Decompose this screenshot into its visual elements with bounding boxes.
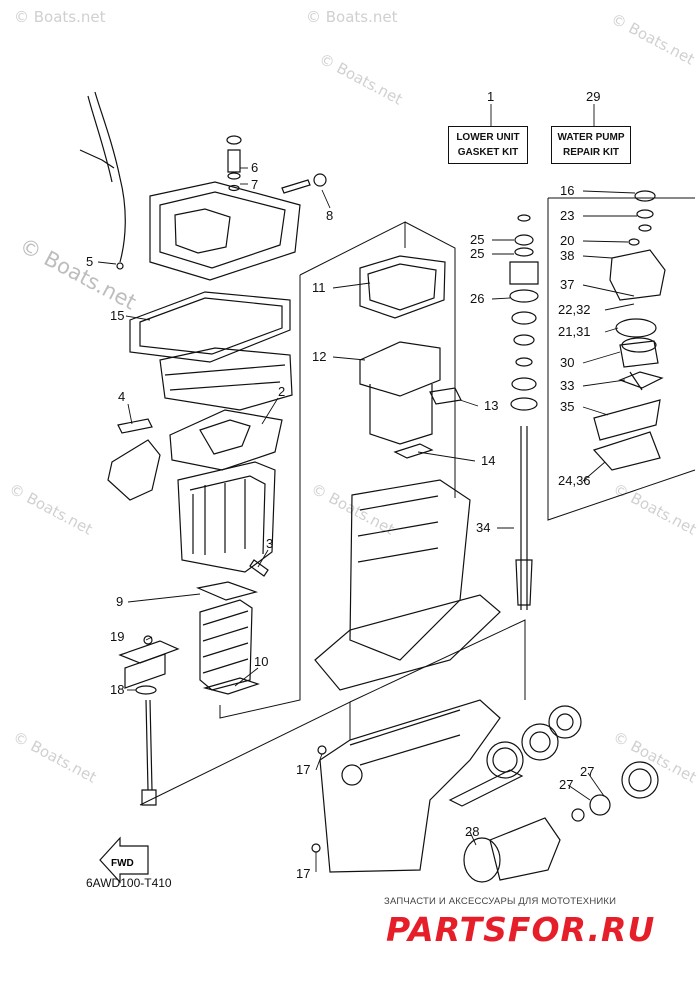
callout-21-31: 21,31 (558, 324, 591, 339)
callout-27a: 27 (559, 777, 573, 792)
kit-line: REPAIR KIT (563, 147, 619, 158)
watermark: © Boats.net (14, 8, 106, 26)
callout-30: 30 (560, 355, 574, 370)
diagram-code: 6AWD100-T410 (86, 876, 172, 890)
midsection-group (314, 255, 501, 691)
callout-34: 34 (476, 520, 490, 535)
watermark: © Boats.net (610, 728, 698, 787)
callout-28: 28 (465, 824, 479, 839)
callout-25a: 25 (470, 232, 484, 247)
kit-line: LOWER UNIT (456, 132, 520, 143)
gearcase-group (99, 699, 659, 884)
callout-38: 38 (560, 248, 574, 263)
watermark: © Boats.net (610, 480, 698, 539)
shop-logo: PARTSFOR.RU (386, 910, 656, 949)
callout-12: 12 (312, 349, 326, 364)
callout-24-36: 24,36 (558, 473, 591, 488)
callout-9: 9 (116, 594, 123, 609)
callout-16: 16 (560, 183, 574, 198)
watermark: © Boats.net (308, 480, 397, 539)
kit-line: WATER PUMP (557, 132, 625, 143)
callout-13: 13 (484, 398, 498, 413)
upper-casing-group (79, 91, 327, 806)
driveshaft-group (509, 190, 666, 610)
callout-7: 7 (251, 177, 258, 192)
callout-35: 35 (560, 399, 574, 414)
callout-22-32: 22,32 (558, 302, 591, 317)
group-frame-lines (139, 197, 696, 806)
watermark: © Boats.net (10, 728, 99, 787)
watermark: © Boats.net (306, 8, 398, 26)
callout-25b: 25 (470, 246, 484, 261)
watermark: © Boats.net (316, 50, 405, 109)
callout-29: 29 (586, 89, 600, 104)
lower-unit-gasket-kit-box: LOWER UNIT GASKET KIT (448, 126, 528, 164)
callout-1: 1 (487, 89, 494, 104)
callout-3: 3 (266, 536, 273, 551)
callout-5: 5 (86, 254, 93, 269)
shop-subtitle: ЗАПЧАСТИ И АКСЕССУАРЫ ДЛЯ МОТОТЕХНИКИ (384, 896, 617, 907)
callout-10: 10 (254, 654, 268, 669)
callout-18: 18 (110, 682, 124, 697)
leader-lines (97, 104, 637, 872)
fwd-label: FWD (111, 858, 134, 869)
watermark: © Boats.net (6, 480, 95, 539)
callout-4: 4 (118, 389, 125, 404)
callout-14: 14 (481, 453, 495, 468)
fwd-arrow (99, 836, 149, 884)
watermark: © Boats.net (16, 233, 140, 314)
callout-19: 19 (110, 629, 124, 644)
callout-17b: 17 (296, 866, 310, 881)
callout-8: 8 (326, 208, 333, 223)
callout-20: 20 (560, 233, 574, 248)
watermark: © Boats.net (608, 10, 697, 69)
callout-17a: 17 (296, 762, 310, 777)
callout-37: 37 (560, 277, 574, 292)
callout-33: 33 (560, 378, 574, 393)
callout-23: 23 (560, 208, 574, 223)
kit-line: GASKET KIT (457, 147, 519, 158)
callout-27b: 27 (580, 764, 594, 779)
callout-labels: 1 29 6 7 8 5 16 23 25 25 20 38 11 37 26 … (86, 89, 600, 881)
callout-6: 6 (251, 160, 258, 175)
callout-26: 26 (470, 291, 484, 306)
callout-15: 15 (110, 308, 124, 323)
callout-11: 11 (312, 280, 326, 295)
water-pump-repair-kit-box: WATER PUMP REPAIR KIT (551, 126, 631, 164)
callout-2: 2 (278, 384, 285, 399)
